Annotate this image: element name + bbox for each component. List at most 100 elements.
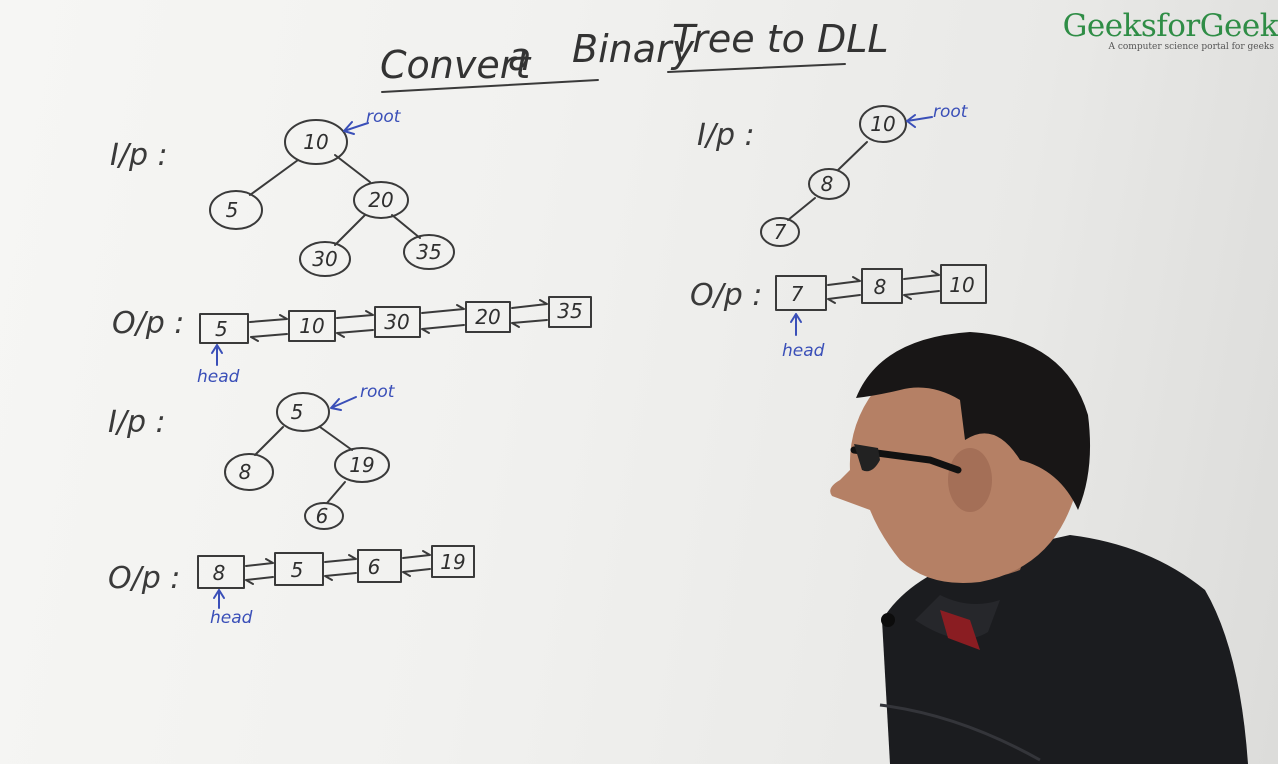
ex2-node-value: 7 [774, 220, 787, 244]
ex3-dll-value: 19 [440, 550, 465, 574]
ex3-edge [319, 426, 353, 451]
ex3-dll-node [274, 552, 324, 586]
ex3-node-value: 5 [291, 400, 304, 424]
example-2: I/p : 10 8 7 root O/p : 7 8 10 head [690, 102, 987, 361]
ex2-dll-value: 7 [791, 282, 804, 306]
ex3-input-label: I/p : [108, 405, 166, 440]
ex1-node-value: 10 [303, 130, 328, 154]
ex1-dll-value: 10 [299, 314, 324, 338]
glasses-lens [854, 444, 880, 472]
brand-logo: GeeksforGeek A computer science portal f… [1038, 8, 1278, 52]
jacket [882, 535, 1248, 764]
jacket-seam [879, 703, 1041, 762]
title-underline-left [381, 79, 599, 93]
ex1-root-label: root [366, 107, 402, 127]
ear [948, 448, 992, 512]
ex1-dll-node [548, 296, 592, 328]
ex1-output-label: O/p : [112, 306, 184, 341]
ex2-edge [837, 141, 868, 171]
ex2-dll-node [940, 264, 987, 304]
ex1-dll-value: 5 [215, 317, 228, 341]
ex1-tree-node [284, 119, 348, 165]
ex1-edge [334, 214, 366, 246]
ex1-edge [391, 214, 421, 239]
ex3-dll-value: 8 [213, 561, 226, 585]
ex3-root-label: root [360, 382, 396, 402]
ex1-node-value: 30 [312, 247, 337, 271]
title-binary: Binary [572, 27, 695, 71]
microphone-icon [881, 613, 895, 627]
red-shirt [940, 610, 980, 650]
example-3: I/p : 5 8 19 6 root O/p : 8 5 6 19 head [108, 382, 475, 628]
ex3-edge [254, 426, 284, 456]
ex1-tree-node [209, 190, 263, 230]
ex1-head-label: head [197, 367, 240, 387]
ex1-head-arrow [211, 344, 223, 366]
ex1-dll-value: 20 [475, 305, 500, 329]
ex2-output-label: O/p : [690, 278, 762, 313]
board-title: Convert a Binary Tree to DLL [380, 17, 889, 93]
ex1-root-arrow [343, 121, 369, 135]
ex3-tree-node [224, 453, 274, 491]
title-underline-right [667, 63, 846, 73]
ex2-dll-node [775, 275, 827, 311]
ex1-dll-links [249, 299, 548, 342]
ex2-input-label: I/p : [697, 118, 755, 153]
ex1-edge [334, 154, 371, 183]
ex3-dll-node [357, 549, 402, 583]
ex2-dll-node [861, 268, 903, 304]
ex3-dll-node [431, 545, 475, 578]
ex2-dll-value: 8 [874, 275, 887, 299]
ex2-edge [787, 197, 816, 221]
ex3-node-value: 6 [316, 504, 329, 528]
ex2-node-value: 8 [821, 172, 834, 196]
ex3-head-arrow [213, 589, 225, 609]
ex1-node-value: 35 [416, 240, 441, 264]
title-tree-to-dll: Tree to DLL [672, 17, 889, 61]
ex2-node-value: 10 [870, 112, 895, 136]
ex3-edge [326, 481, 346, 504]
ex2-tree-node [859, 105, 907, 143]
ex2-tree-node [760, 217, 800, 247]
ex2-dll-value: 10 [949, 273, 974, 297]
ex1-dll-node [465, 301, 511, 333]
ex1-dll-node [199, 313, 249, 344]
ex3-head-label: head [210, 608, 253, 628]
ex2-head-arrow [790, 313, 802, 336]
ex3-dll-node [197, 555, 245, 589]
ex1-node-value: 5 [226, 198, 239, 222]
glasses-icon [850, 446, 962, 474]
ex1-input-label: I/p : [110, 138, 168, 173]
ex1-dll-value: 30 [384, 310, 409, 334]
presenter [830, 332, 1248, 764]
ex3-node-value: 8 [239, 460, 252, 484]
brand-name: GeeksforGeek [1062, 8, 1278, 44]
ex3-tree-node [334, 447, 390, 483]
ex3-root-arrow [330, 396, 357, 411]
ex1-tree-node [299, 241, 351, 277]
ex3-dll-value: 6 [368, 555, 381, 579]
ex2-dll-links [827, 270, 940, 304]
ex3-dll-value: 5 [291, 558, 304, 582]
brand-tagline: A computer science portal for geeks [1108, 42, 1274, 52]
example-1: I/p : 10 5 20 30 35 root O/p : 5 10 30 2… [110, 107, 592, 387]
ex3-dll-links [245, 550, 431, 585]
ex3-node-value: 19 [349, 453, 374, 477]
title-a: a [508, 35, 531, 79]
ex1-dll-node [288, 310, 336, 342]
hair [856, 332, 1091, 510]
ex3-tree-node [304, 502, 344, 530]
ex2-head-label: head [782, 341, 825, 361]
ex2-root-label: root [933, 102, 969, 122]
ex3-tree-node [276, 392, 330, 432]
ex1-node-value: 20 [368, 188, 393, 212]
ex1-tree-node [403, 234, 455, 270]
ex1-edge [249, 159, 299, 196]
ex1-dll-node [374, 306, 421, 338]
ex1-dll-value: 35 [557, 299, 582, 323]
ex1-tree-node [353, 181, 409, 219]
ex2-tree-node [808, 168, 850, 200]
title-convert: Convert [380, 43, 532, 87]
ex3-output-label: O/p : [108, 561, 180, 596]
